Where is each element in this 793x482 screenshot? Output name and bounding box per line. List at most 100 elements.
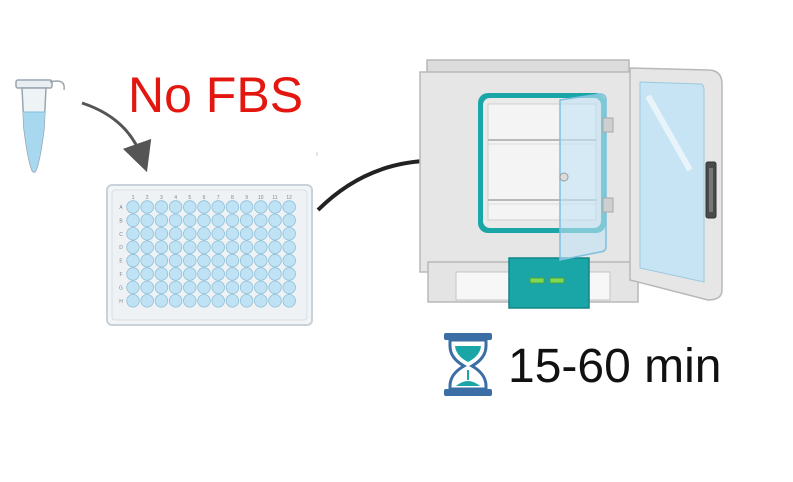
plate-well bbox=[197, 227, 211, 241]
plate-row-label: C bbox=[119, 232, 123, 238]
plate-well bbox=[183, 213, 197, 228]
plate-well bbox=[211, 294, 225, 308]
plate-well bbox=[268, 294, 282, 308]
plate-column-label: 7 bbox=[217, 195, 220, 201]
plate-well bbox=[211, 253, 225, 268]
plate-well bbox=[254, 227, 268, 241]
plate-well bbox=[282, 227, 296, 241]
plate-row-label: E bbox=[119, 259, 123, 265]
plate-well bbox=[126, 213, 140, 228]
plate-well bbox=[225, 240, 240, 254]
plate-well bbox=[168, 253, 183, 268]
plate-well bbox=[140, 280, 154, 295]
plate-well bbox=[268, 240, 282, 254]
plate-well bbox=[154, 294, 169, 308]
plate-well bbox=[168, 267, 183, 281]
plate-well bbox=[126, 227, 140, 241]
plate-well bbox=[197, 267, 211, 281]
plate-well bbox=[225, 253, 240, 268]
arrow-tube-to-plate bbox=[81, 101, 152, 173]
plate-well bbox=[154, 280, 169, 295]
plate-well bbox=[268, 200, 282, 214]
plate-well bbox=[126, 200, 140, 214]
plate-well bbox=[225, 227, 240, 241]
plate-well bbox=[140, 240, 154, 254]
plate-well bbox=[282, 267, 296, 281]
plate-well bbox=[154, 240, 169, 254]
plate-well bbox=[168, 213, 183, 228]
plate-well bbox=[239, 294, 254, 308]
plate-well bbox=[140, 267, 154, 281]
microcentrifuge-tube-icon bbox=[15, 79, 65, 173]
plate-well bbox=[254, 240, 268, 254]
plate-row-label: D bbox=[119, 245, 123, 251]
plate-well bbox=[126, 240, 140, 254]
plate-well bbox=[282, 200, 296, 214]
plate-well bbox=[168, 227, 183, 241]
plate-wells bbox=[126, 200, 296, 308]
plate-well bbox=[282, 294, 296, 308]
plate-column-label: 9 bbox=[245, 195, 248, 201]
plate-row-label: A bbox=[119, 205, 123, 211]
plate-well bbox=[197, 200, 211, 214]
duration-label: 15-60 min bbox=[508, 340, 722, 393]
plate-well bbox=[254, 280, 268, 295]
incubator-icon bbox=[419, 59, 723, 309]
plate-well bbox=[140, 200, 154, 214]
plate-well bbox=[197, 280, 211, 295]
plate-well bbox=[197, 294, 211, 308]
plate-well bbox=[268, 253, 282, 268]
plate-well bbox=[239, 267, 254, 281]
plate-well bbox=[225, 213, 240, 228]
plate-well bbox=[282, 253, 296, 268]
plate-row-label: F bbox=[119, 272, 122, 278]
plate-well bbox=[211, 227, 225, 241]
plate-well bbox=[254, 253, 268, 268]
plate-well bbox=[211, 213, 225, 228]
plate-well bbox=[154, 267, 169, 281]
plate-well bbox=[183, 253, 197, 268]
plate-column-label: 10 bbox=[258, 195, 264, 201]
plate-well bbox=[140, 253, 154, 268]
plate-well bbox=[225, 294, 240, 308]
plate-column-label: 2 bbox=[146, 195, 149, 201]
plate-well bbox=[211, 240, 225, 254]
plate-well bbox=[282, 240, 296, 254]
plate-well bbox=[254, 213, 268, 228]
plate-well bbox=[239, 227, 254, 241]
plate-well bbox=[282, 280, 296, 295]
plate-well bbox=[126, 280, 140, 295]
plate-well bbox=[168, 200, 183, 214]
hourglass-icon bbox=[444, 333, 492, 396]
plate-well bbox=[168, 240, 183, 254]
plate-well bbox=[183, 240, 197, 254]
plate-well bbox=[254, 294, 268, 308]
plate-well bbox=[126, 267, 140, 281]
plate-well bbox=[239, 280, 254, 295]
plate-well bbox=[183, 227, 197, 241]
plate-well bbox=[211, 280, 225, 295]
plate-well bbox=[254, 200, 268, 214]
plate-column-label: 6 bbox=[203, 195, 206, 201]
plate-well bbox=[239, 240, 254, 254]
plate-column-label: 3 bbox=[160, 195, 163, 201]
plate-well bbox=[197, 240, 211, 254]
condition-label: No FBS bbox=[128, 67, 304, 123]
plate-column-label: 8 bbox=[231, 195, 234, 201]
plate-well bbox=[254, 267, 268, 281]
plate-well bbox=[239, 200, 254, 214]
plate-well bbox=[154, 213, 169, 228]
plate-well bbox=[239, 213, 254, 228]
plate-well bbox=[183, 200, 197, 214]
plate-column-label: 11 bbox=[272, 195, 277, 201]
plate-well bbox=[154, 200, 169, 214]
plate-well bbox=[126, 294, 140, 308]
plate-well bbox=[183, 280, 197, 295]
plate-well bbox=[154, 227, 169, 241]
plate-well bbox=[282, 213, 296, 228]
plate-column-label: 12 bbox=[286, 195, 292, 201]
